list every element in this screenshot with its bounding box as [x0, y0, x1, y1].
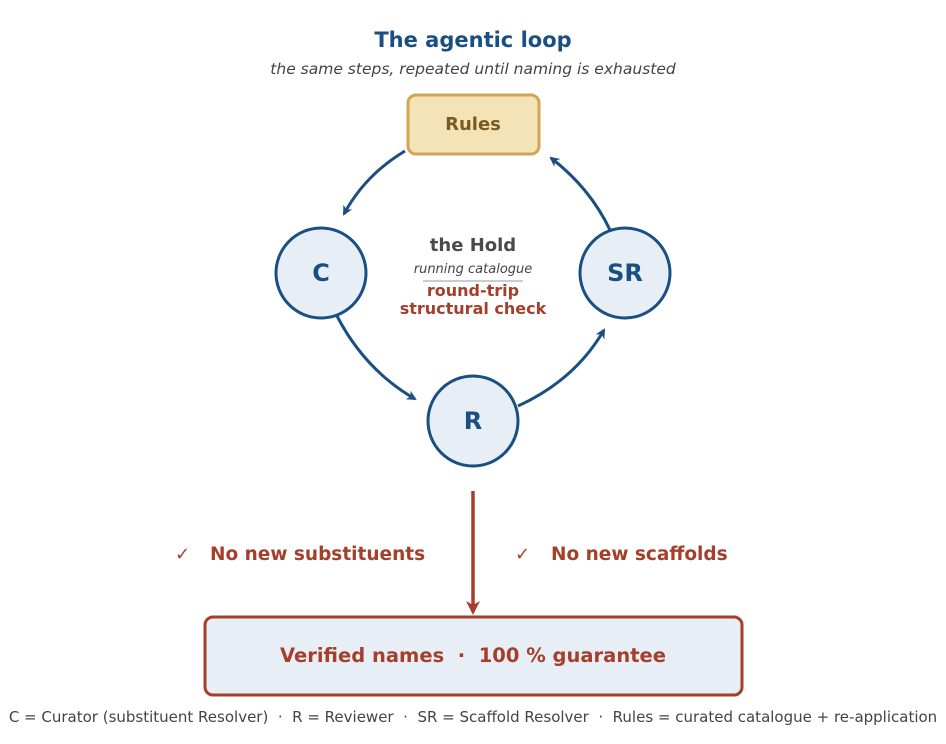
- node-scaffold-resolver: SR: [578, 226, 672, 320]
- arrow-rules-to-curator: [342, 149, 406, 216]
- arrow-curator-to-reviewer: [335, 315, 417, 401]
- hold-check-line-2: structural check: [400, 299, 547, 318]
- arrow-reviewer-to-scaffold-resolver: [517, 328, 606, 408]
- criterion-scaffolds-label: No new scaffolds: [551, 544, 728, 565]
- rules-box-frame: [406, 93, 541, 156]
- node-curator-circle: [274, 226, 368, 320]
- criterion-substituents: ✓ No new substituents: [175, 544, 425, 565]
- node-curator-label: C: [312, 259, 330, 287]
- node-reviewer-label: R: [464, 407, 482, 435]
- arrow-scaffold-resolver-to-rules: [549, 156, 612, 231]
- node-scaffold-resolver-circle: [578, 226, 672, 320]
- diagram-subtitle: the same steps, repeated until naming is…: [270, 60, 676, 78]
- rules-label: Rules: [445, 114, 501, 135]
- criterion-substituents-label: No new substituents: [210, 544, 425, 565]
- node-scaffold-resolver-label: SR: [607, 259, 643, 287]
- hold-center: the Hold running catalogue round-trip st…: [400, 235, 547, 318]
- node-reviewer-circle: [426, 374, 520, 468]
- check-mark-icon: ✓: [515, 544, 530, 565]
- node-reviewer: R: [426, 374, 520, 468]
- hold-check-line-1: round-trip: [427, 281, 519, 300]
- verified-names-label: Verified names · 100 % guarantee: [280, 644, 666, 667]
- node-curator: C: [274, 226, 368, 320]
- criterion-scaffolds: ✓ No new scaffolds: [515, 544, 728, 565]
- rules-box: Rules: [406, 93, 541, 156]
- diagram-title: The agentic loop: [374, 28, 571, 52]
- hold-title: the Hold: [430, 235, 516, 256]
- verified-names-box: Verified names · 100 % guarantee: [203, 615, 744, 697]
- check-mark-icon: ✓: [175, 544, 190, 565]
- hold-subtitle: running catalogue: [414, 262, 533, 277]
- verified-names-frame: [203, 615, 744, 697]
- legend: C = Curator (substituent Resolver) · R =…: [9, 708, 937, 726]
